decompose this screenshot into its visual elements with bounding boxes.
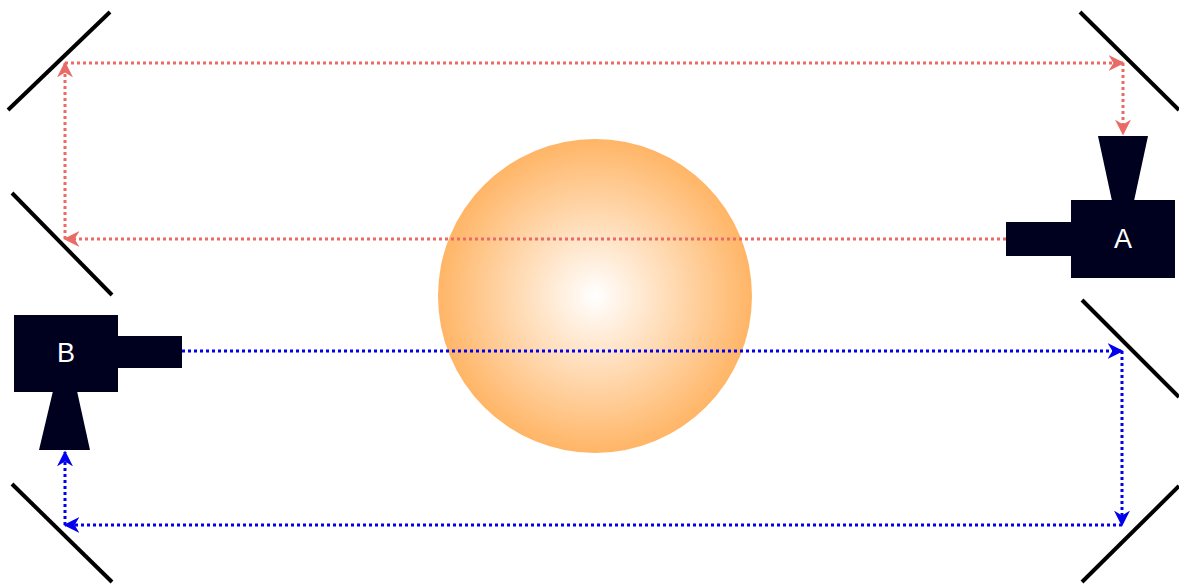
- device-label: A: [1114, 226, 1132, 253]
- light-path: [65, 63, 1123, 239]
- beam-segment: [1122, 63, 1125, 134]
- emitter-tube: [117, 336, 182, 368]
- device-box: A: [1071, 200, 1175, 278]
- beam-segment: [64, 452, 67, 525]
- detector-cone: [1098, 136, 1148, 201]
- light-path: [65, 351, 1122, 525]
- beam-segment: [1121, 351, 1124, 525]
- beam-segment: [182, 350, 1122, 353]
- beam-segment: [64, 63, 67, 239]
- sphere: [438, 139, 752, 453]
- mirror: [12, 193, 112, 295]
- mirror: [12, 484, 112, 582]
- beam-segment: [65, 524, 1122, 527]
- detector-cone: [39, 391, 90, 450]
- device-label: B: [57, 340, 75, 367]
- mirror: [1082, 486, 1179, 582]
- beam-segment: [65, 238, 1006, 241]
- mirror: [8, 12, 110, 110]
- beam-segment: [65, 62, 1123, 65]
- mirror: [1082, 300, 1179, 397]
- emitter-tube: [1006, 222, 1072, 256]
- device-box: B: [14, 315, 118, 392]
- mirror: [1080, 12, 1179, 110]
- mirrors: [8, 12, 1179, 582]
